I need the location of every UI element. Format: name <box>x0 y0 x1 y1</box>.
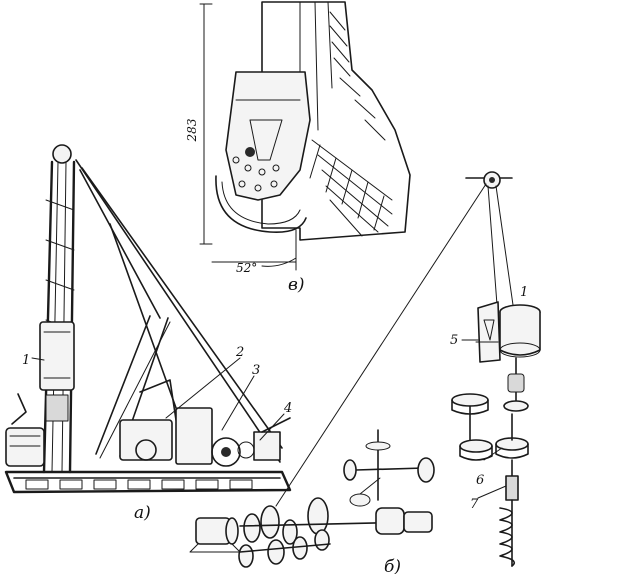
panel-v-bit-section: 283 52° в) <box>185 1 411 295</box>
angle-dimension: 52° <box>236 261 257 275</box>
callout-b-7: 7 <box>470 497 479 512</box>
panel-a-drilling-rig: 1 2 3 4 а) <box>4 144 292 523</box>
height-dimension: 283 <box>185 118 199 142</box>
callout-b-6: 6 <box>476 473 484 488</box>
bit-holes <box>232 147 280 192</box>
panel-label-v: в) <box>288 275 305 295</box>
callout-a-3: 3 <box>252 363 260 378</box>
panel-b-drive-schematic: 1 5 6 7 б) <box>189 171 541 574</box>
callout-b-5: 5 <box>450 333 458 348</box>
callout-b-1: 1 <box>520 285 528 300</box>
panel-label-b: б) <box>384 557 401 574</box>
cone-rollers <box>309 139 393 237</box>
callout-a-1: 1 <box>22 353 30 368</box>
panel-label-a: а) <box>134 503 151 523</box>
callout-a-4: 4 <box>283 401 292 416</box>
callout-a-2: 2 <box>235 345 244 360</box>
